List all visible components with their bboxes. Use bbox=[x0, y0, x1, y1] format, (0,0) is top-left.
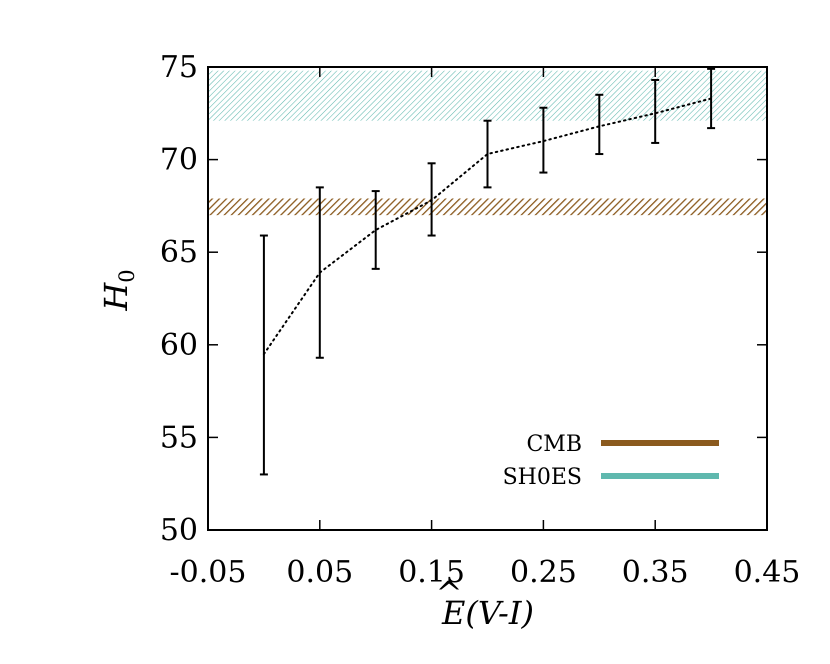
ticks-layer bbox=[207, 66, 768, 531]
y-axis-label: H0 bbox=[97, 269, 139, 311]
x-tick-label: 0.25 bbox=[510, 555, 577, 590]
y-tick-label: 75 bbox=[160, 50, 198, 85]
y-axis-label-subscript: 0 bbox=[115, 269, 139, 282]
errorbar-2 bbox=[371, 190, 380, 270]
x-axis-label: ^ E(V-I) bbox=[436, 574, 534, 632]
band-cmb bbox=[208, 198, 767, 216]
svg-text:H0: H0 bbox=[97, 269, 139, 311]
y-tick-label: 70 bbox=[160, 143, 198, 178]
x-tick-label: 0.15 bbox=[398, 555, 465, 590]
errorbar-4 bbox=[483, 119, 492, 189]
y-tick-label: 50 bbox=[160, 513, 198, 548]
legend-label-sh0es: SH0ES bbox=[503, 465, 582, 490]
x-tick-label: 0.35 bbox=[622, 555, 689, 590]
plot-frame bbox=[207, 66, 768, 531]
x-tick-label: -0.05 bbox=[170, 555, 247, 590]
errorbar-8 bbox=[707, 67, 716, 130]
x-tick-labels: -0.05 0.05 0.15 0.25 0.35 0.45 bbox=[170, 555, 801, 590]
errorbar-5 bbox=[539, 106, 548, 174]
errorbar-0 bbox=[259, 234, 268, 476]
legend: CMB SH0ES bbox=[503, 432, 719, 490]
x-tick-label: 0.45 bbox=[734, 555, 801, 590]
errorbar-7 bbox=[651, 78, 660, 144]
errorbar-1 bbox=[315, 186, 324, 359]
y-tick-label: 55 bbox=[160, 420, 198, 455]
x-axis-label-text: E(V-I) bbox=[441, 594, 534, 632]
x-axis-label-hat: ^ bbox=[436, 574, 463, 612]
band-sh0es bbox=[208, 70, 767, 121]
errorbar-6 bbox=[595, 93, 604, 156]
errorbar-layer bbox=[259, 67, 716, 476]
legend-label-cmb: CMB bbox=[526, 432, 582, 457]
errorbar-3 bbox=[427, 162, 436, 237]
x-tick-label: 0.05 bbox=[286, 555, 353, 590]
y-tick-label: 60 bbox=[160, 328, 198, 363]
y-axis-label-main: H bbox=[97, 282, 135, 312]
y-tick-label: 65 bbox=[160, 235, 198, 270]
y-tick-labels: 50 55 60 65 70 75 bbox=[160, 50, 198, 548]
bands-layer bbox=[208, 70, 767, 216]
